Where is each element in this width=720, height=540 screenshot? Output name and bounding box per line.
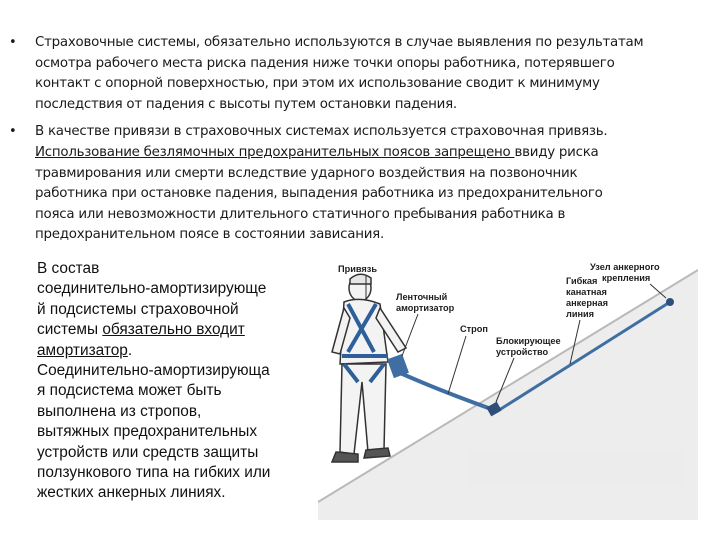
bullet-item-1: • Страховочные системы, обязательно испо…: [0, 33, 720, 115]
bullet-line: травмирования или смерти вследствие удар…: [35, 165, 578, 181]
underlined-prohibition: Использование безлямочных предохранитель…: [35, 144, 515, 160]
bullet-line: последствия от падения с высоты путем ос…: [35, 96, 457, 112]
left-line-period: .: [127, 341, 133, 359]
left-line: ползункового типа на гибких или: [37, 464, 271, 482]
lanyard-strap: [397, 370, 495, 412]
label-flex-line-2: канатная: [566, 287, 607, 297]
bullet-list: • Страховочные системы, обязательно испо…: [0, 33, 720, 253]
bullet-line: Страховочные системы, обязательно исполь…: [35, 35, 644, 50]
anchor-point: [666, 298, 674, 306]
pointer-anchor: [649, 283, 667, 299]
pointer-flex-line: [569, 319, 581, 365]
bullet-line: работника при остановке падения, выпаден…: [35, 186, 603, 202]
bullet-dot: •: [9, 124, 17, 140]
left-line: вытяжных предохранительных: [37, 423, 258, 441]
left-line: я подсистема может быть: [37, 382, 222, 400]
left-line-prefix: системы: [37, 321, 103, 339]
label-tape-absorber-2: амортизатор: [396, 303, 455, 313]
bullet-line: В качестве привязи в страховочных систем…: [35, 124, 608, 140]
label-flex-line-4: линия: [566, 309, 594, 319]
label-anchor-2: крепления: [602, 273, 650, 283]
left-line: Соединительно-амортизирующа: [37, 362, 270, 380]
left-line: й подсистемы страховочной: [37, 300, 239, 318]
label-lanyard: Строп: [460, 324, 488, 334]
left-line: устройств или средств защиты: [37, 443, 259, 461]
label-flex-line-1: Гибкая: [566, 276, 597, 286]
pointer-tape-absorber: [401, 313, 419, 357]
left-text-block: В состав соединительно-амортизирующе й п…: [37, 259, 322, 504]
bullet-line: осмотра рабочего места риска падения ниж…: [35, 55, 615, 71]
left-line: жестких анкерных линиях.: [37, 484, 226, 502]
slope-edge: [318, 269, 698, 503]
fall-arrest-illustration: Привязь Ленточный амортизатор Строп Гибк…: [318, 262, 698, 520]
blank-panel: [468, 450, 684, 486]
left-line: выполнена из стропов,: [37, 402, 202, 420]
bullet-item-2: • В качестве привязи в страховочных сист…: [0, 122, 720, 246]
bullet-dot: •: [9, 35, 17, 50]
underlined-absorber: амортизатор: [37, 341, 128, 359]
bullet-line: контакт с опорной поверхностью, при этом…: [35, 76, 600, 92]
label-flex-line-3: анкерная: [566, 298, 608, 308]
label-tape-absorber-1: Ленточный: [396, 292, 448, 302]
bullet-line-rest: ввиду риска: [514, 144, 599, 160]
left-line: В состав: [37, 260, 100, 277]
label-harness: Привязь: [338, 264, 377, 274]
blocking-device: [486, 401, 502, 417]
tape-absorber: [387, 353, 409, 379]
pointer-lanyard: [447, 335, 467, 395]
left-line-mixed: системы обязательно входит: [37, 320, 322, 340]
bullet-line: предохранительном поясе в состоянии зави…: [35, 227, 384, 243]
harness-straps: [342, 302, 388, 384]
left-line-mixed: амортизатор.: [37, 341, 322, 361]
left-line: соединительно-амортизирующе: [37, 280, 267, 298]
anchor-line: [495, 300, 671, 414]
underlined-required: обязательно входит: [102, 321, 245, 339]
pointer-blocking: [495, 357, 515, 403]
bullet-line-mixed: Использование безлямочных предохранитель…: [35, 143, 708, 164]
label-blocking-2: устройство: [496, 347, 548, 357]
bullet-line: пояса или невозможности длительного стат…: [35, 206, 566, 222]
label-anchor-1: Узел анкерного: [590, 262, 660, 272]
label-blocking-1: Блокирующее: [496, 336, 561, 346]
